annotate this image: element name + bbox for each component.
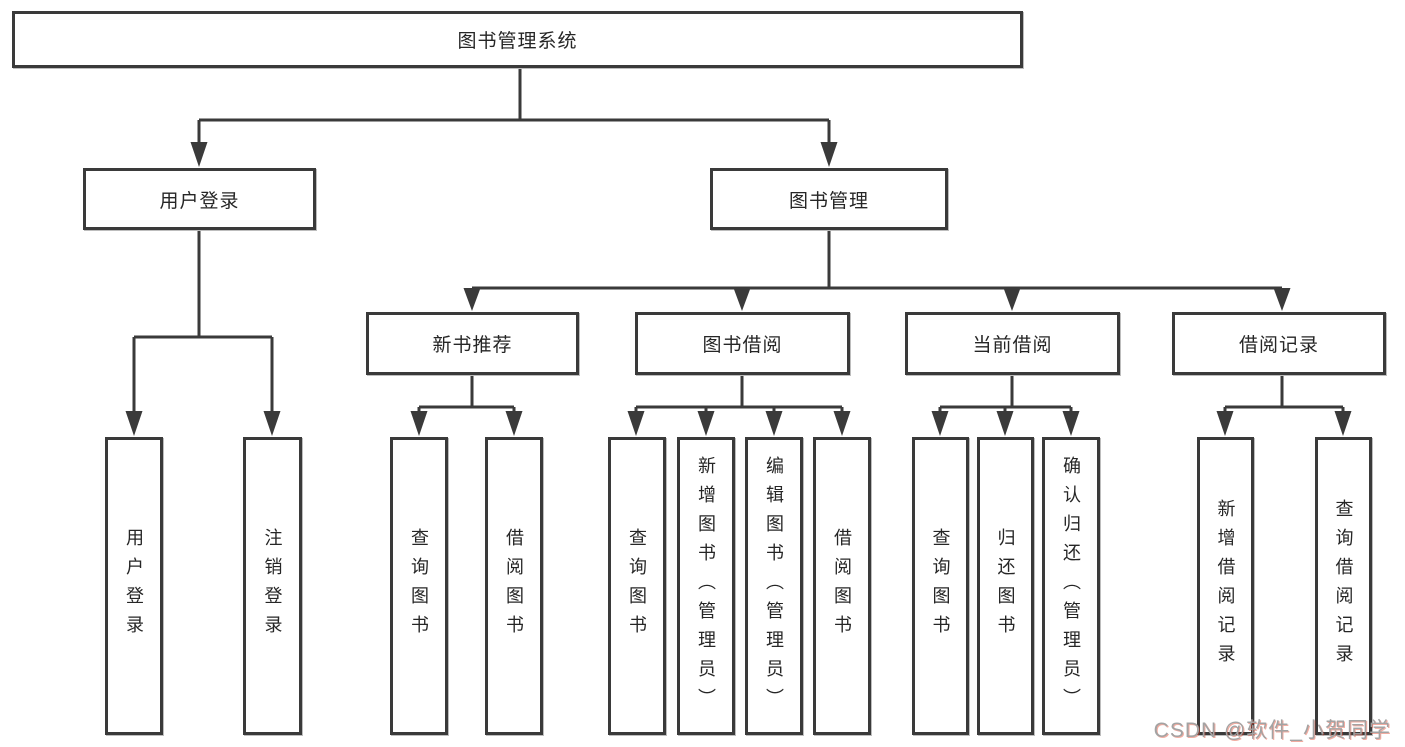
node-label: 查询图书 — [627, 528, 647, 644]
node-label: 编辑图书（管理员） — [764, 455, 784, 717]
leaf-return-books: 归还图书 — [977, 437, 1034, 735]
node-label: 借阅记录 — [1238, 335, 1319, 356]
node-label: 新增图书（管理员） — [696, 455, 716, 717]
leaf-query-books-current: 查询图书 — [912, 437, 969, 735]
leaf-edit-book-admin: 编辑图书（管理员） — [745, 437, 803, 735]
csdn-watermark: CSDN @软件_小贺同学 — [1153, 719, 1391, 742]
node-borrow-records: 借阅记录 — [1172, 312, 1386, 375]
leaf-borrow-books: 借阅图书 — [813, 437, 871, 735]
node-book-borrow: 图书借阅 — [635, 312, 850, 375]
node-label: 查询图书 — [930, 528, 951, 644]
node-label: 注销登录 — [262, 528, 283, 644]
node-user-login: 用户登录 — [83, 168, 316, 230]
node-label: 查询图书 — [409, 528, 429, 644]
node-label: 确认归还（管理员） — [1061, 455, 1081, 717]
node-library-management-system: 图书管理系统 — [12, 11, 1023, 68]
leaf-user-login: 用户登录 — [105, 437, 163, 735]
node-label: 借阅图书 — [832, 528, 852, 644]
leaf-add-book-admin: 新增图书（管理员） — [677, 437, 735, 735]
node-new-book-recommend: 新书推荐 — [366, 312, 579, 375]
node-label: 归还图书 — [995, 528, 1016, 644]
node-label: 图书管理系统 — [457, 31, 578, 52]
leaf-query-books-borrow: 查询图书 — [608, 437, 666, 735]
node-label: 新书推荐 — [432, 335, 513, 356]
leaf-borrow-books-recommend: 借阅图书 — [485, 437, 543, 735]
node-label: 图书管理 — [788, 190, 869, 212]
node-label: 新增借阅记录 — [1215, 499, 1236, 673]
node-label: 查询借阅记录 — [1333, 499, 1354, 673]
node-label: 借阅图书 — [504, 528, 524, 644]
leaf-confirm-return-admin: 确认归还（管理员） — [1042, 437, 1100, 735]
node-current-borrow: 当前借阅 — [905, 312, 1120, 375]
node-book-management: 图书管理 — [710, 168, 948, 230]
node-label: 图书借阅 — [702, 335, 783, 356]
node-label: 用户登录 — [159, 190, 240, 212]
leaf-logout: 注销登录 — [243, 437, 302, 735]
node-label: 当前借阅 — [972, 335, 1053, 356]
leaf-add-borrow-record: 新增借阅记录 — [1197, 437, 1254, 735]
leaf-query-books-recommend: 查询图书 — [390, 437, 448, 735]
arrowheads — [125, 142, 1352, 436]
node-label: 用户登录 — [124, 528, 144, 644]
leaf-query-borrow-record: 查询借阅记录 — [1315, 437, 1372, 735]
